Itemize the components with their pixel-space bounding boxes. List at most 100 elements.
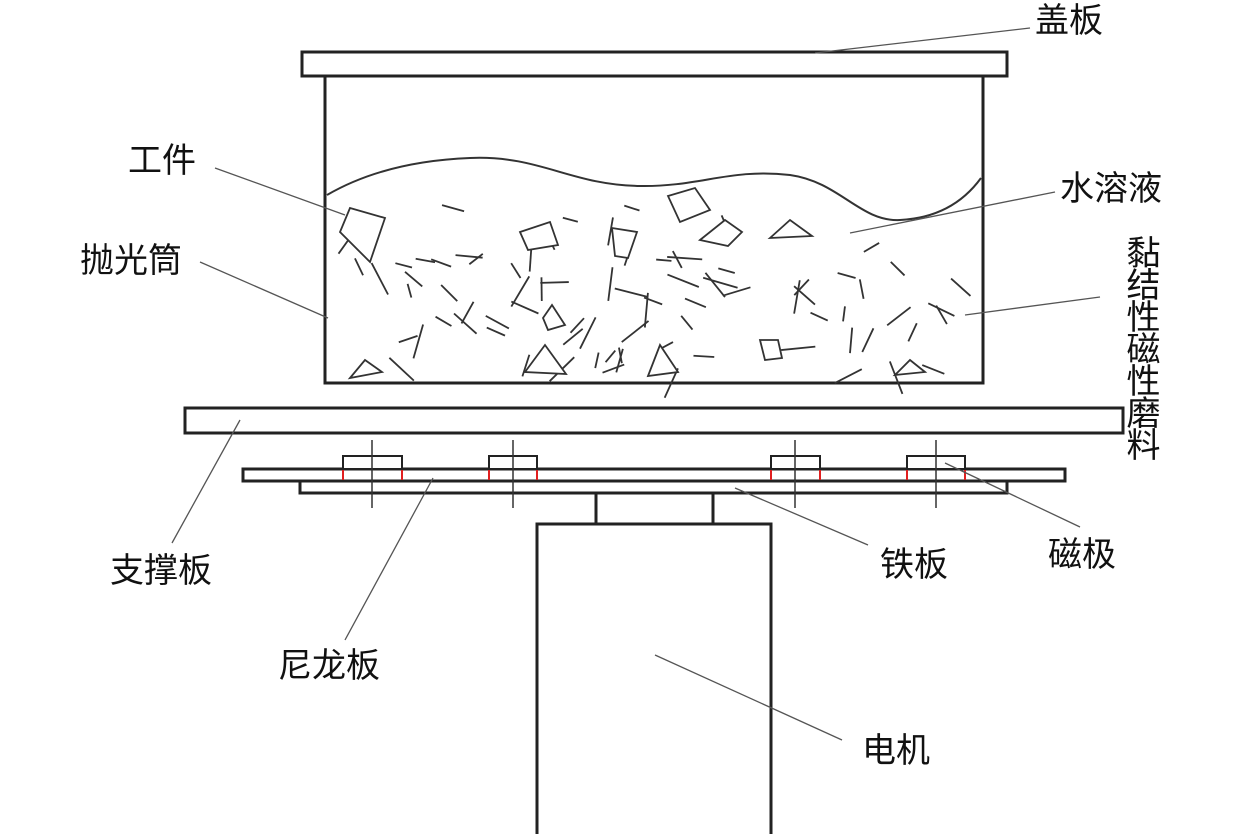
label-motor: 电机: [862, 731, 930, 771]
abrasive-particle: [615, 348, 624, 373]
workpiece: [610, 226, 639, 260]
abrasive-particle: [693, 354, 715, 358]
workpiece: [646, 343, 680, 378]
abrasive-particle: [643, 292, 649, 328]
abrasive-particle: [468, 253, 484, 265]
workpiece: [892, 358, 928, 377]
abrasive-particle: [921, 364, 945, 375]
abrasive-particle: [907, 322, 918, 342]
abrasive-particle: [950, 277, 972, 297]
abrasive-particle: [415, 257, 436, 264]
workpiece: [541, 303, 567, 332]
workpiece: [523, 343, 568, 375]
label-solution: 水溶液: [1060, 169, 1162, 209]
abrasive-particle: [486, 326, 506, 337]
leader-lines: [171, 27, 1101, 741]
abrasive-particle: [793, 285, 816, 306]
abrasive-particle: [441, 204, 465, 213]
abrasive-particle: [858, 279, 865, 299]
abrasive-particle: [540, 281, 569, 284]
abrasive-particle: [722, 286, 751, 297]
abrasive-particle: [404, 271, 423, 288]
abrasive-particle: [618, 347, 623, 364]
abrasive-particle: [569, 317, 585, 334]
abrasive-particle: [510, 300, 539, 315]
workpiece: [666, 186, 712, 224]
abrasive-particle: [430, 258, 452, 268]
abrasive-particle: [863, 242, 880, 253]
abrasive-particle: [510, 275, 531, 308]
abrasive-particle: [614, 287, 648, 298]
abrasive-particle: [607, 217, 614, 246]
abrasive-particle: [562, 328, 584, 346]
abrasive-particle: [455, 254, 483, 259]
abrasive-particle: [395, 262, 413, 269]
label-magnetic-pole: 磁极: [1048, 535, 1116, 575]
abrasive-particle: [440, 284, 458, 302]
workpiece: [347, 358, 385, 380]
abrasive-particle: [602, 363, 625, 374]
abrasive-particle: [594, 352, 600, 369]
abrasive-particle: [663, 367, 679, 399]
abrasive-particle: [562, 216, 579, 223]
abrasive-particle: [781, 345, 816, 351]
abrasive-particle: [861, 327, 875, 353]
abrasive-particle: [810, 311, 829, 322]
abrasive-particle: [680, 315, 694, 331]
workpiece: [697, 218, 744, 247]
iron-plate: [298, 479, 1009, 495]
nylon-plate: [241, 467, 1067, 483]
abrasive-particle: [406, 283, 413, 298]
abrasive-particle: [886, 306, 912, 326]
abrasive-particle: [412, 324, 424, 359]
abrasive-particle: [667, 273, 700, 288]
abrasive-particle: [837, 272, 856, 279]
abrasive-particle: [621, 320, 650, 343]
abrasive-particle: [849, 327, 854, 354]
workpiece: [767, 218, 815, 240]
abrasive-particle: [398, 335, 418, 344]
label-cover: 盖板: [1035, 1, 1103, 41]
abrasive-particle: [672, 250, 683, 269]
abrasive-particle: [842, 306, 846, 322]
abrasive-particle: [656, 258, 672, 262]
abrasive-particle: [579, 316, 597, 350]
abrasive-particle: [388, 357, 415, 382]
abrasive-particle: [667, 256, 703, 261]
abrasive-particle: [521, 354, 531, 377]
abrasive-particle: [354, 258, 364, 276]
label-workpiece: 工件: [128, 141, 196, 181]
abrasive-particle: [704, 272, 726, 298]
motor: [535, 522, 773, 834]
solution-surface: [326, 156, 982, 222]
label-support-plate: 支撑板: [110, 551, 212, 591]
cover-plate: [300, 50, 1009, 78]
workpieces: [338, 186, 928, 380]
polishing-barrel: [323, 76, 985, 385]
abrasive-particle: [718, 267, 736, 274]
support-plate: [183, 406, 1125, 435]
abrasive-particle: [624, 204, 640, 212]
abrasive-particle: [370, 262, 389, 295]
abrasive-particle: [435, 315, 452, 327]
abrasive-particle: [460, 301, 475, 324]
workpiece: [518, 220, 560, 252]
abrasive-particle: [834, 368, 863, 384]
label-iron-plate: 铁板: [880, 545, 948, 585]
abrasive-particle: [510, 262, 522, 279]
abrasive-particle: [702, 276, 738, 289]
abrasive-particle: [453, 312, 478, 335]
label-barrel: 抛光筒: [80, 241, 182, 281]
motor-shaft: [594, 491, 715, 526]
abrasive-particle: [604, 350, 616, 363]
abrasive-particle: [793, 280, 801, 314]
abrasive-particles: [337, 204, 972, 399]
abrasive-particle: [927, 302, 955, 317]
abrasive-particle: [607, 267, 614, 302]
label-abrasive: 黏结性磁性磨料: [1120, 235, 1160, 461]
workpiece: [338, 206, 387, 264]
abrasive-particle: [889, 361, 904, 395]
abrasive-particle: [485, 315, 510, 330]
